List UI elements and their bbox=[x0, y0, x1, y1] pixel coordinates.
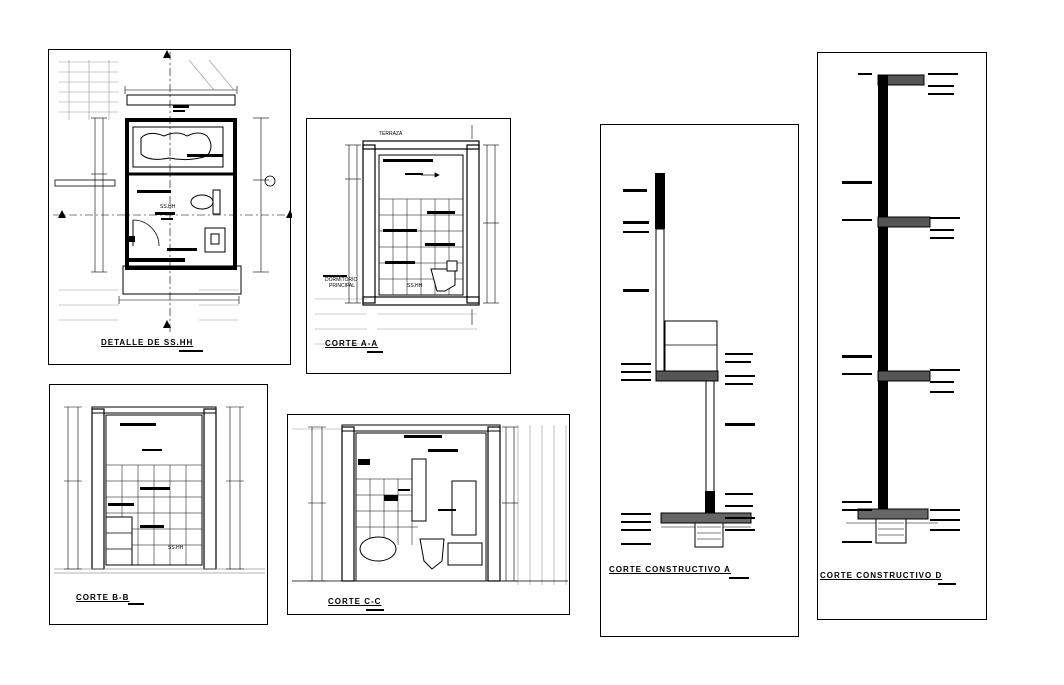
title-underline-bar bbox=[179, 350, 203, 352]
label-sshh: SS.HH bbox=[160, 204, 176, 210]
constructive-section-d-drawing bbox=[842, 73, 960, 544]
section-b-drawing: SS.HH bbox=[54, 406, 265, 574]
sheet-title: DETALLE DE SS.HH bbox=[101, 338, 194, 347]
sheet-corte-b: SS.HH CORTE B-B bbox=[49, 384, 268, 625]
label-sshh: SS.HH bbox=[407, 283, 423, 289]
title-underline-bar bbox=[367, 351, 383, 353]
constructive-section-a-drawing bbox=[621, 173, 755, 548]
sheet-corte-a: TERRAZA DORMITORIO PRINCIPAL SS.HH CORTE… bbox=[306, 118, 511, 374]
section-a-drawing: TERRAZA DORMITORIO PRINCIPAL SS.HH bbox=[315, 125, 499, 345]
sheet-detalle-sshh: SS.HH DETALLE DE SS.HH bbox=[48, 49, 292, 365]
sheet-title: CORTE C-C bbox=[328, 597, 382, 606]
label-sshh: SS.HH bbox=[168, 545, 184, 551]
sheet-title: CORTE CONSTRUCTIVO A bbox=[609, 565, 731, 574]
title-underline-bar bbox=[729, 577, 749, 579]
label-dormitorio: DORMITORIO bbox=[325, 277, 358, 283]
label-terraza: TERRAZA bbox=[379, 131, 403, 137]
title-underline-bar bbox=[366, 609, 384, 611]
sheet-title: CORTE CONSTRUCTIVO D bbox=[820, 571, 943, 580]
sheet-corte-constructivo-d: CORTE CONSTRUCTIVO D bbox=[817, 52, 987, 620]
sheet-title: CORTE A-A bbox=[325, 339, 379, 348]
title-underline-bar bbox=[938, 583, 956, 585]
section-c-drawing bbox=[292, 424, 568, 585]
sheet-corte-c: CORTE C-C bbox=[287, 414, 570, 615]
title-underline-bar bbox=[128, 603, 144, 605]
sheet-corte-constructivo-a: CORTE CONSTRUCTIVO A bbox=[600, 124, 799, 637]
sheet-title: CORTE B-B bbox=[76, 593, 130, 602]
floor-plan-drawing: SS.HH bbox=[53, 50, 292, 335]
label-principal: PRINCIPAL bbox=[329, 283, 355, 289]
